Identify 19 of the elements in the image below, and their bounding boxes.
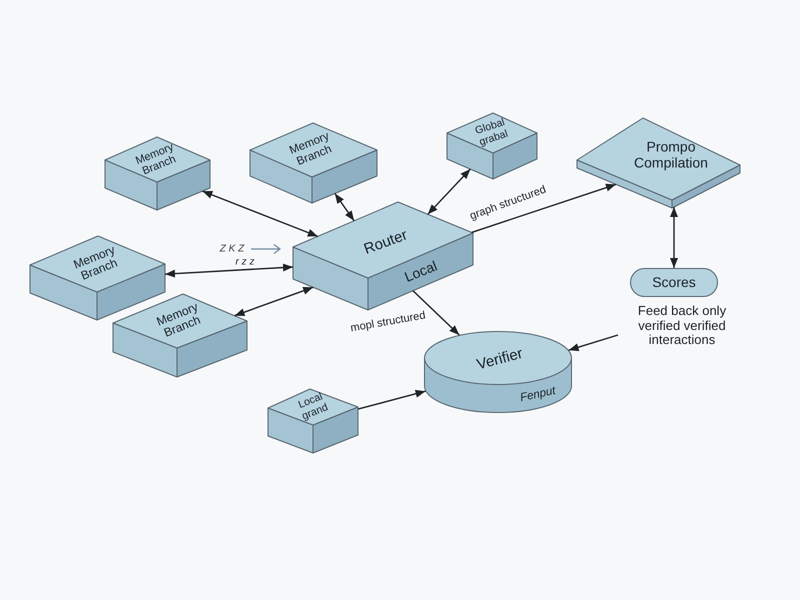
node-label: Fenput	[519, 384, 557, 406]
node-label: Scores	[652, 274, 696, 290]
double-arrow	[670, 207, 678, 268]
node-label: Local	[402, 258, 440, 286]
arrow	[358, 390, 426, 410]
node-label: Router	[362, 227, 410, 259]
double-arrow	[164, 264, 294, 278]
arrow	[568, 334, 618, 352]
arrow	[412, 290, 460, 336]
arrow	[471, 184, 616, 234]
note-text: Feed back only verified verified interactions	[618, 304, 746, 348]
edge-label: r z z	[234, 256, 256, 268]
node-label: Prompo Compilation	[634, 139, 708, 171]
node-label: Verifier	[475, 346, 525, 374]
double-arrow	[202, 190, 318, 238]
double-arrow	[234, 286, 314, 316]
double-arrow	[427, 168, 471, 215]
double-arrow	[334, 193, 355, 222]
annotation-text: Z K Z	[220, 244, 244, 254]
